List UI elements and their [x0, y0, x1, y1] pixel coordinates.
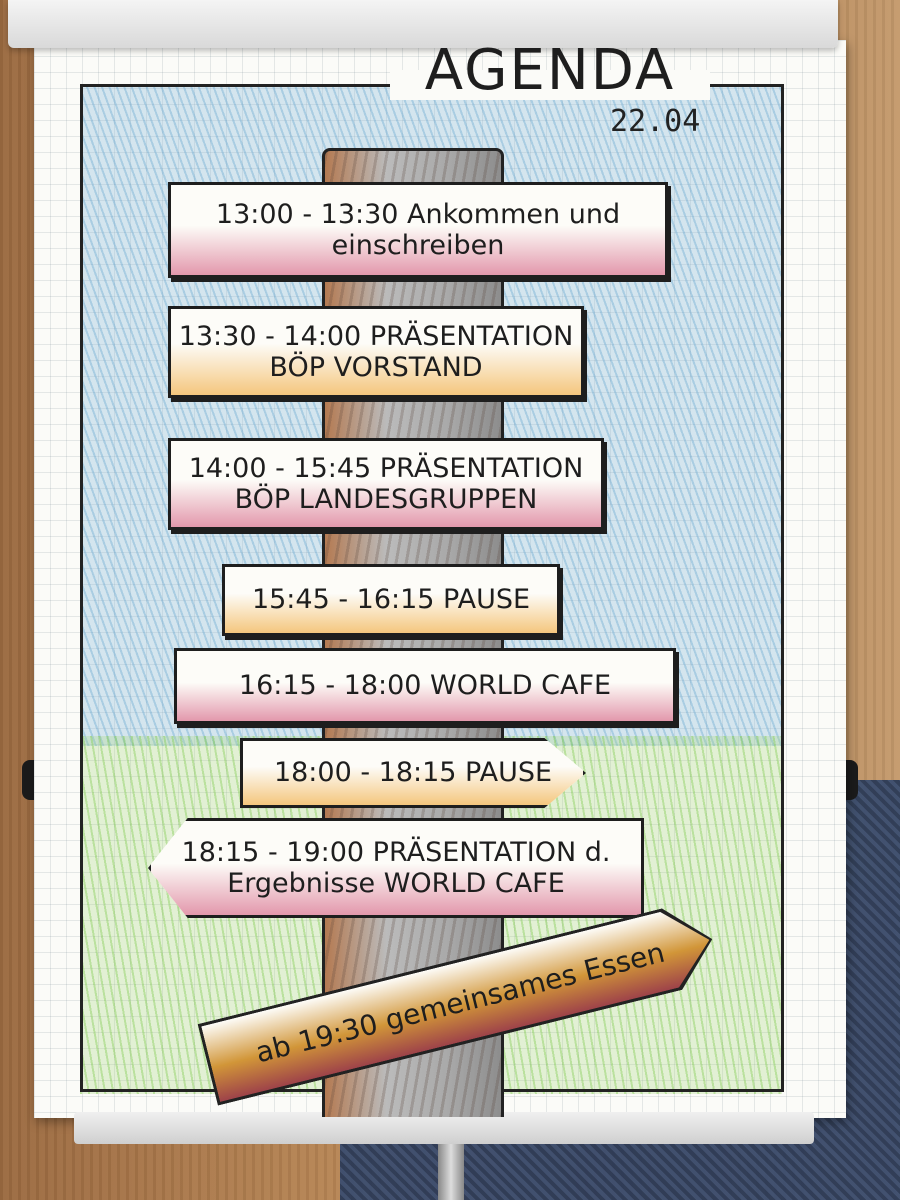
- agenda-sign-ergebnisse: 18:15 - 19:00 PRÄSENTATION d. Ergebnisse…: [148, 818, 644, 918]
- sign-line: 18:15 - 19:00 PRÄSENTATION d.: [181, 836, 611, 868]
- flipchart-tray: [74, 1112, 814, 1144]
- agenda-title: AGENDA: [424, 38, 676, 103]
- agenda-sign-vorstand: 13:30 - 14:00 PRÄSENTATION BÖP VORSTAND: [168, 306, 584, 398]
- agenda-sign-landesgruppen: 14:00 - 15:45 PRÄSENTATION BÖP LANDESGRU…: [168, 438, 604, 530]
- flipchart-clamp: [8, 0, 838, 48]
- agenda-sign-pause-1: 15:45 - 16:15 PAUSE: [222, 564, 560, 636]
- sign-line: BÖP VORSTAND: [269, 352, 483, 383]
- agenda-date: 22.04: [610, 104, 701, 139]
- agenda-sign-world-cafe: 16:15 - 18:00 WORLD CAFE: [174, 648, 676, 724]
- sign-line: 16:15 - 18:00 WORLD CAFE: [238, 670, 612, 702]
- sign-line: BÖP LANDESGRUPPEN: [234, 484, 538, 515]
- sign-line: 13:00 - 13:30 Ankommen und: [215, 198, 621, 230]
- sign-line: 13:30 - 14:00 PRÄSENTATION: [178, 320, 574, 352]
- agenda-sign-ankommen: 13:00 - 13:30 Ankommen und einschreiben: [168, 182, 668, 278]
- sign-line: 15:45 - 16:15 PAUSE: [251, 584, 531, 616]
- sign-line: einschreiben: [331, 230, 505, 261]
- agenda-sign-pause-2: 18:00 - 18:15 PAUSE: [240, 738, 586, 808]
- sign-line: Ergebnisse WORLD CAFE: [227, 868, 565, 899]
- frame-gap: [390, 70, 710, 100]
- sign-line: 14:00 - 15:45 PRÄSENTATION: [188, 452, 584, 484]
- sign-line: 18:00 - 18:15 PAUSE: [273, 757, 553, 789]
